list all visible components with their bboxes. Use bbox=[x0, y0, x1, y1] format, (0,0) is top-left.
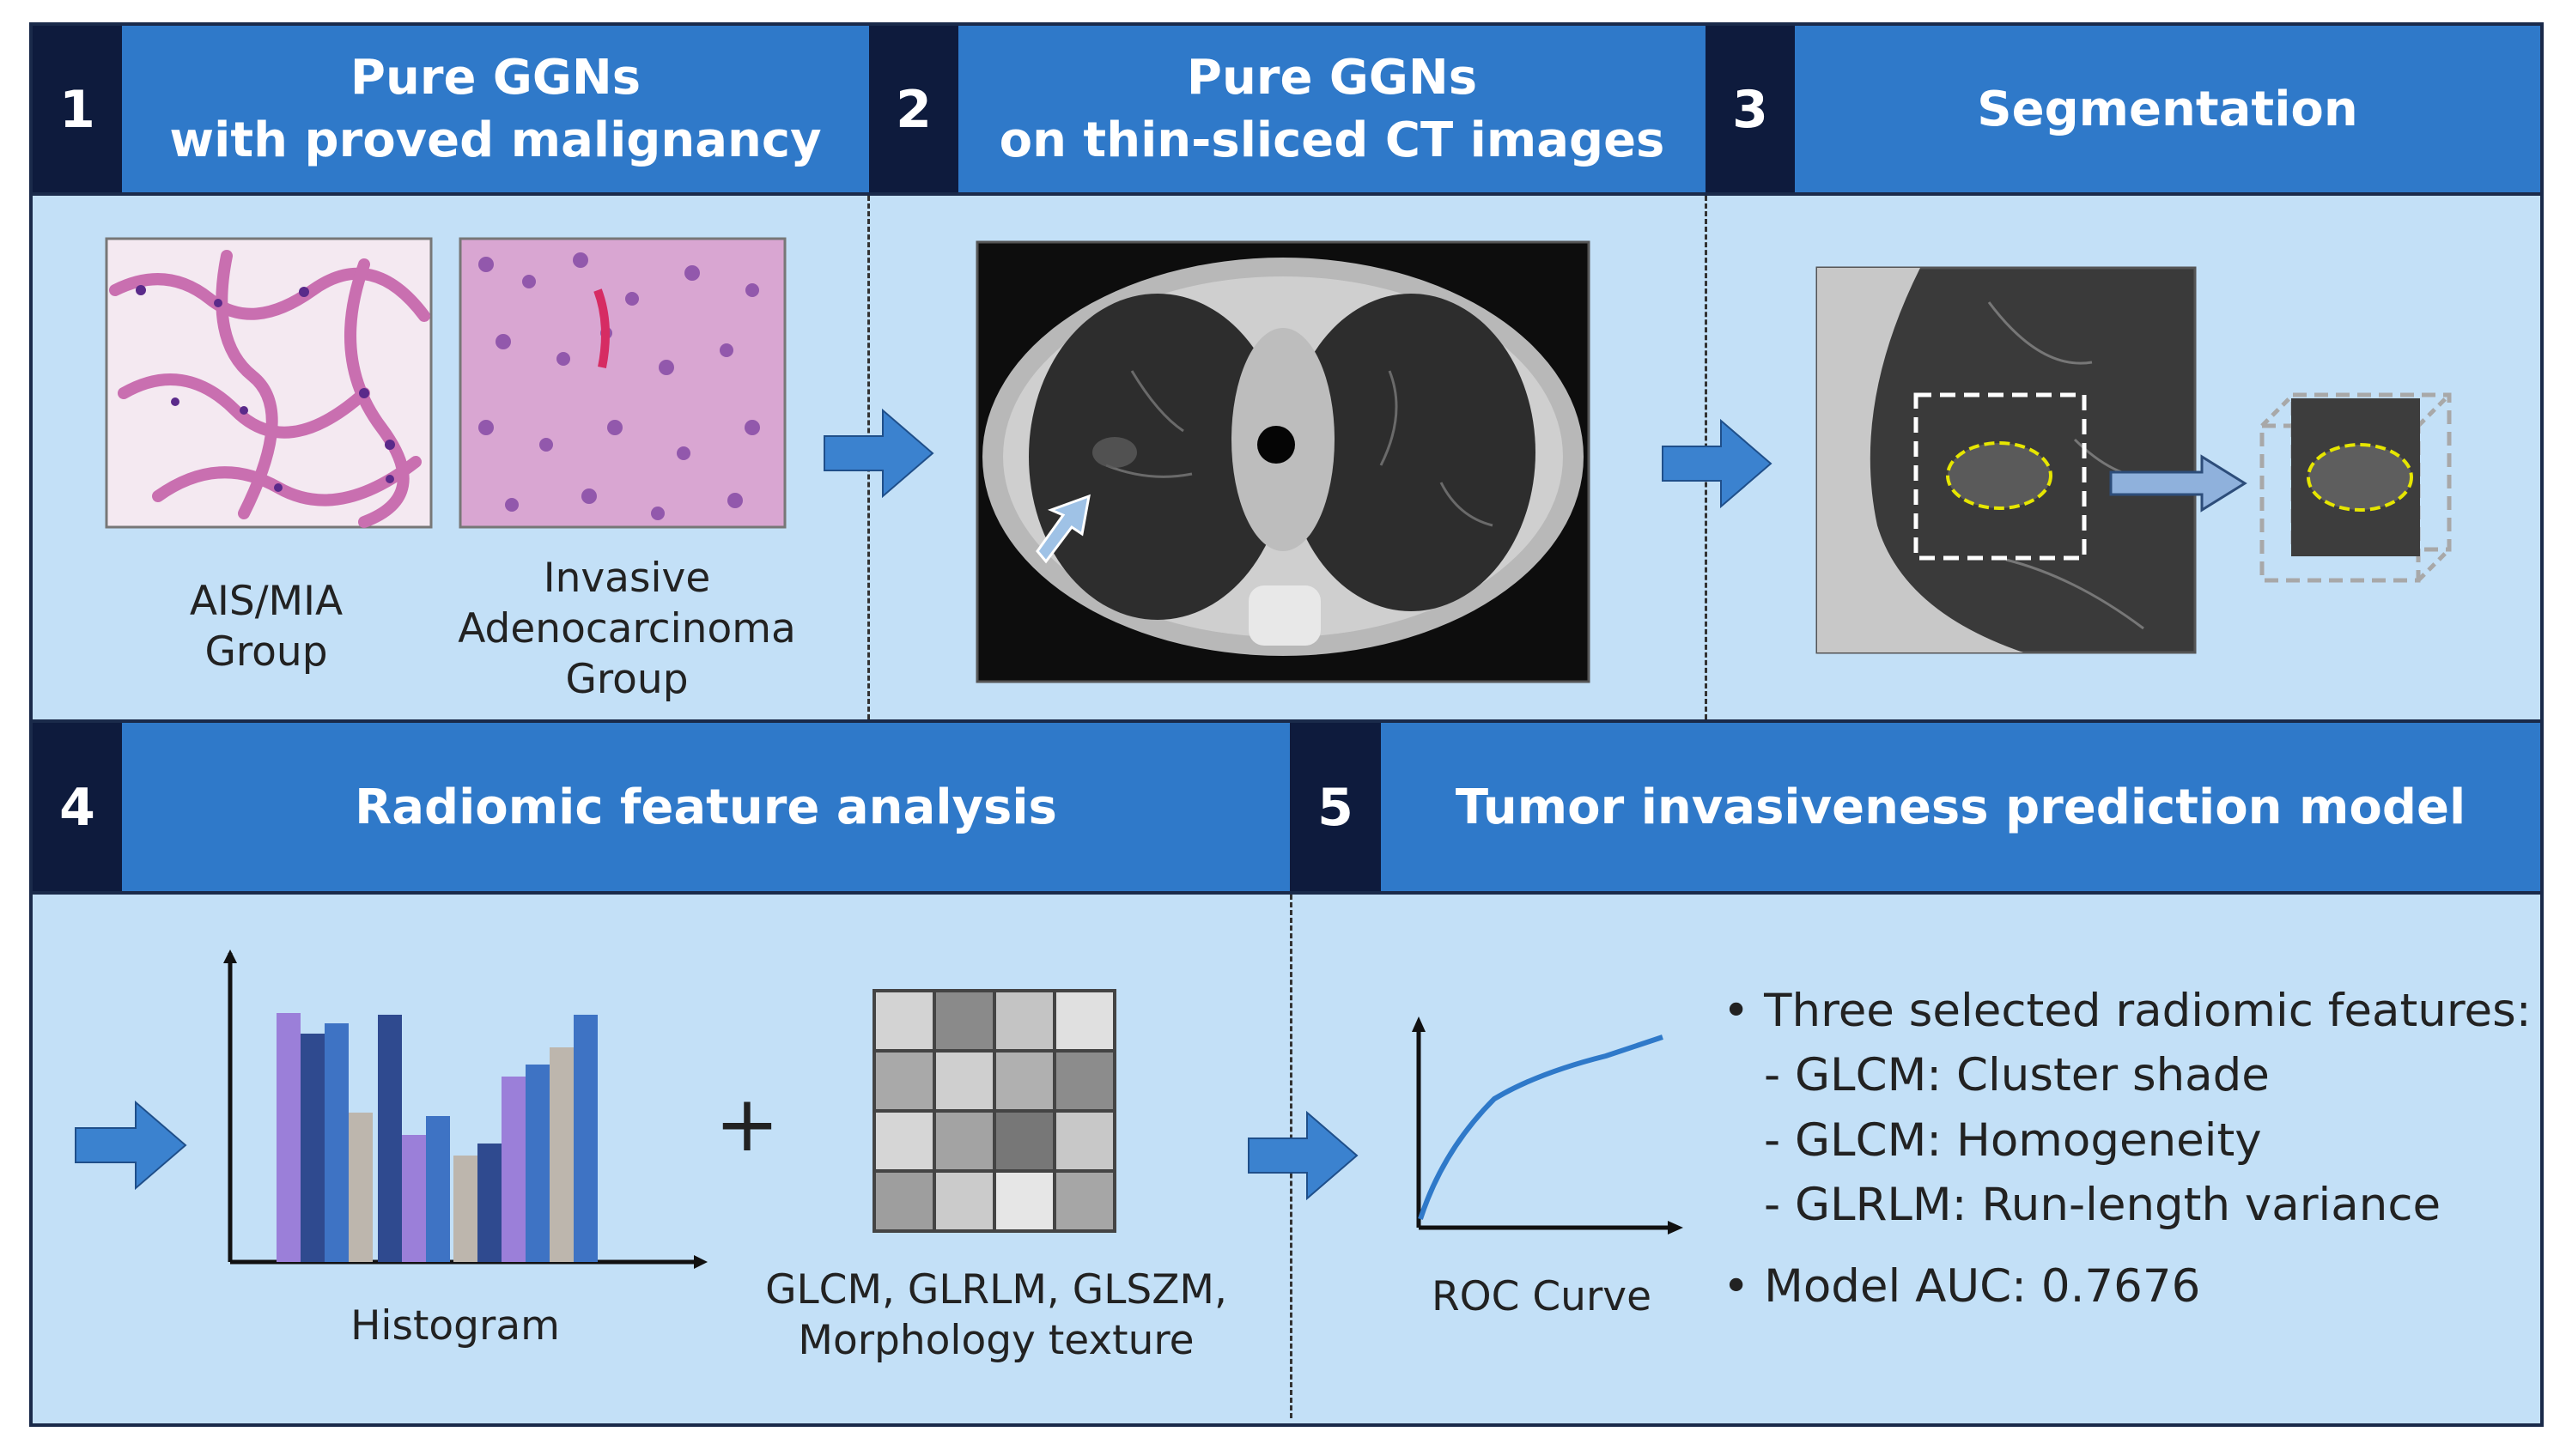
step-5-title: Tumor invasiveness prediction model bbox=[1381, 723, 2540, 893]
model-feature-list: • Three selected radiomic features: - GL… bbox=[1723, 979, 2532, 1319]
arrow-4-to-5 bbox=[1248, 1110, 1359, 1201]
step-5-number: 5 bbox=[1290, 723, 1381, 893]
plus-sign: + bbox=[714, 1079, 780, 1169]
texture-label: GLCM, GLRLM, GLSZM, Morphology texture bbox=[765, 1266, 1227, 1364]
step-3-number: 3 bbox=[1706, 26, 1795, 194]
arrow-into-panel-4 bbox=[75, 1100, 187, 1191]
step-3-title: Segmentation bbox=[1795, 26, 2540, 194]
histogram-graphic bbox=[223, 949, 708, 1269]
step-2-title-line2: on thin-sliced CT images bbox=[999, 112, 1665, 168]
step-1-number: 1 bbox=[33, 26, 122, 194]
step-2-number: 2 bbox=[869, 26, 958, 194]
step-2-title: Pure GGNs on thin-sliced CT images bbox=[958, 26, 1706, 194]
row-divider bbox=[33, 719, 2540, 723]
arrow-1-to-2 bbox=[824, 408, 934, 499]
group-ais-mia-label: AIS/MIA Group bbox=[189, 578, 344, 676]
step-2-title-line1: Pure GGNs bbox=[1186, 50, 1478, 106]
step-1-title-line1: Pure GGNs bbox=[350, 50, 641, 106]
step-1-title: Pure GGNs with proved malignancy bbox=[122, 26, 869, 194]
feature-item-homogeneity: - GLCM: Homogeneity bbox=[1764, 1113, 2262, 1167]
roc-curve-label: ROC Curve bbox=[1431, 1273, 1652, 1320]
header-1-divider bbox=[33, 192, 2540, 196]
texture-matrix bbox=[873, 989, 1116, 1233]
feature-item-run-length-variance: - GLRLM: Run-length variance bbox=[1764, 1178, 2441, 1231]
header-2-divider bbox=[33, 891, 2540, 895]
model-auc: • Model AUC: 0.7676 bbox=[1723, 1260, 2201, 1313]
feature-item-cluster-shade: - GLCM: Cluster shade bbox=[1764, 1049, 2270, 1102]
step-1-title-line2: with proved malignancy bbox=[169, 112, 822, 168]
histology-image-invasive bbox=[459, 237, 787, 529]
ct-scan-image bbox=[976, 240, 1590, 683]
roi-cube bbox=[2259, 392, 2452, 583]
roc-curve-graphic bbox=[1412, 1016, 1683, 1235]
histology-image-ais bbox=[105, 237, 433, 529]
step-4-title: Radiomic feature analysis bbox=[122, 723, 1290, 893]
features-heading: • Three selected radiomic features: bbox=[1723, 985, 2532, 1037]
arrow-2-to-3 bbox=[1662, 418, 1772, 509]
histogram-label: Histogram bbox=[350, 1302, 560, 1350]
arrow-segmentation-to-cube bbox=[2109, 454, 2247, 513]
step-4-number: 4 bbox=[33, 723, 122, 893]
segmentation-ct-crop bbox=[1815, 266, 2197, 654]
group-invasive-label: Invasive Adenocarcinoma Group bbox=[458, 555, 796, 703]
